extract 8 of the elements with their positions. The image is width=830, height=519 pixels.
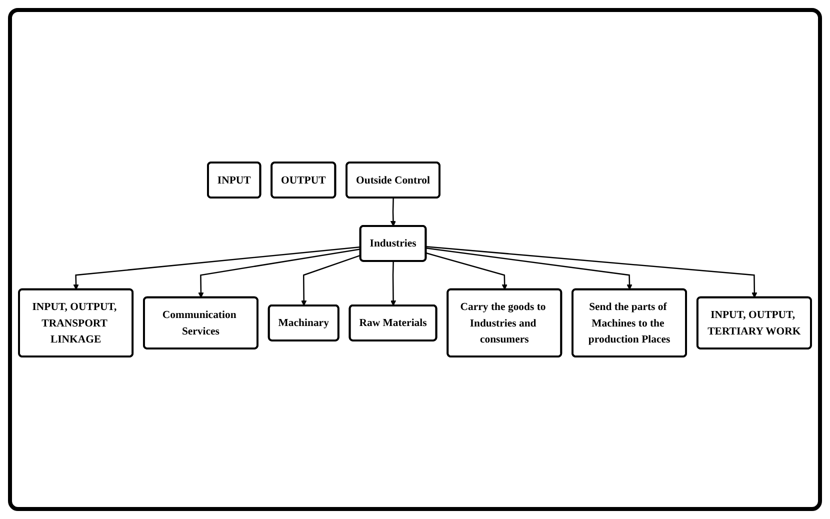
arrow: [301, 254, 361, 306]
arrow: [426, 248, 632, 290]
arrow: [390, 198, 396, 226]
arrow: [198, 248, 361, 298]
arrow: [426, 246, 758, 298]
arrow: [426, 252, 508, 290]
arrow: [73, 246, 361, 290]
arrow: [390, 261, 396, 306]
